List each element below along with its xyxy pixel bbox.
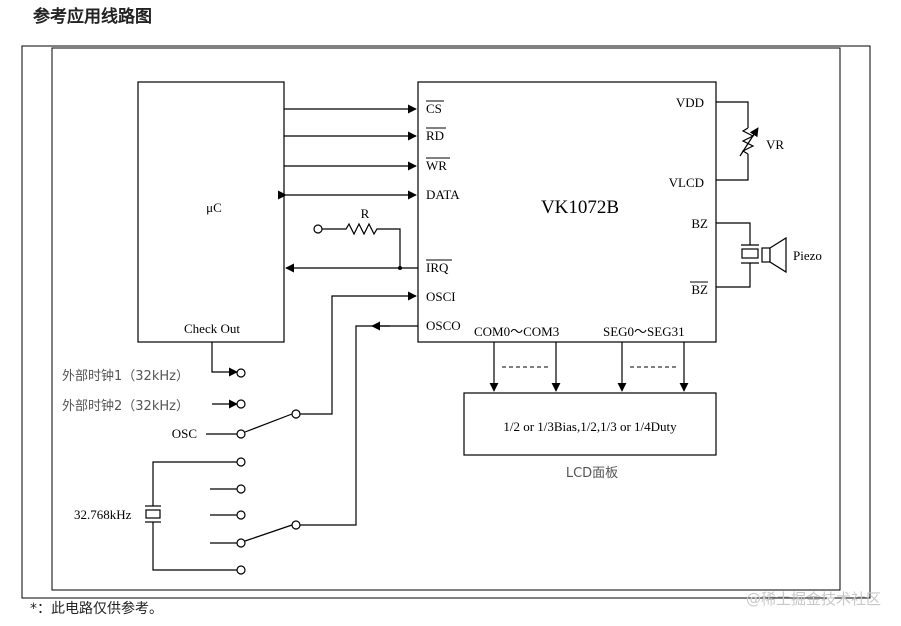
speaker-magnet bbox=[761, 247, 771, 263]
osc-label: OSC bbox=[172, 426, 197, 441]
pin-rd: RD bbox=[426, 128, 444, 143]
crystal-symbol bbox=[145, 509, 161, 519]
crystal-bottom-wire bbox=[152, 522, 237, 571]
ext-clock-2-terminal bbox=[236, 399, 246, 409]
bz-wire bbox=[716, 222, 751, 245]
ext-clock-1-label: 外部时钟1（32kHz） bbox=[62, 368, 189, 384]
crystal-label: 32.768kHz bbox=[74, 507, 132, 522]
lcd-caption: LCD面板 bbox=[566, 466, 618, 481]
lcd-text: 1/2 or 1/3Bias,1/2,1/3 or 1/4Duty bbox=[503, 419, 677, 434]
piezo-crystal bbox=[741, 248, 759, 259]
check-out-terminal bbox=[236, 368, 246, 378]
switch-2-blade bbox=[244, 524, 293, 542]
mcu-box bbox=[137, 81, 285, 343]
switch-1-pivot bbox=[291, 409, 301, 419]
inner-frame bbox=[51, 47, 841, 591]
pullup-terminal bbox=[313, 224, 323, 234]
crystal-terminal-1 bbox=[236, 457, 246, 467]
crystal-top-wire bbox=[152, 461, 237, 506]
pin-com: COM0～COM3 bbox=[474, 324, 559, 339]
check-out-wire bbox=[211, 342, 238, 377]
crystal-terminal-5 bbox=[236, 565, 246, 575]
osci-wire bbox=[300, 291, 417, 415]
pin-irq: IRQ bbox=[426, 260, 449, 275]
resistor-label: R bbox=[361, 206, 370, 221]
pin-osci: OSCI bbox=[426, 289, 456, 304]
vlcd-wire bbox=[716, 154, 749, 181]
osco-wire bbox=[300, 325, 418, 526]
pin-data: DATA bbox=[426, 187, 460, 202]
footnote: *：此电路仅供参考。 bbox=[30, 601, 163, 617]
pin-vdd: VDD bbox=[676, 95, 704, 110]
speaker-cone bbox=[769, 236, 787, 274]
check-out-label: Check Out bbox=[184, 321, 240, 336]
osc-terminal bbox=[236, 429, 246, 439]
pin-wr: WR bbox=[426, 158, 447, 173]
pin-seg: SEG0～SEG31 bbox=[603, 324, 685, 339]
chip-name: VK1072B bbox=[541, 197, 619, 218]
vdd-wire bbox=[716, 101, 749, 128]
mcu-label: μC bbox=[206, 200, 222, 215]
pin-bz-inverted: BZ bbox=[691, 282, 708, 297]
lcd-box bbox=[463, 392, 717, 456]
piezo-label: Piezo bbox=[793, 248, 822, 263]
irq-junction bbox=[398, 266, 402, 270]
resistor-r bbox=[322, 222, 401, 268]
watermark: @稀土掘金技术社区 bbox=[745, 590, 881, 608]
pin-cs: CS bbox=[426, 101, 442, 116]
ext-clock-2-label: 外部时钟2（32kHz） bbox=[62, 398, 189, 414]
pin-vlcd: VLCD bbox=[669, 175, 704, 190]
crystal-terminal-4 bbox=[236, 538, 246, 548]
page-title: 参考应用线路图 bbox=[33, 7, 152, 27]
pin-bz: BZ bbox=[691, 216, 708, 231]
switch-2-pivot bbox=[291, 520, 301, 530]
vr-label: VR bbox=[766, 137, 784, 152]
bz-inv-wire bbox=[716, 263, 751, 288]
outer-frame bbox=[21, 45, 871, 599]
crystal-terminal-2 bbox=[236, 484, 246, 494]
pin-osco: OSCO bbox=[426, 318, 461, 333]
vr-wiper bbox=[739, 127, 759, 157]
crystal-terminal-3 bbox=[236, 510, 246, 520]
chip-box bbox=[417, 81, 717, 343]
switch-1-blade bbox=[244, 413, 293, 433]
